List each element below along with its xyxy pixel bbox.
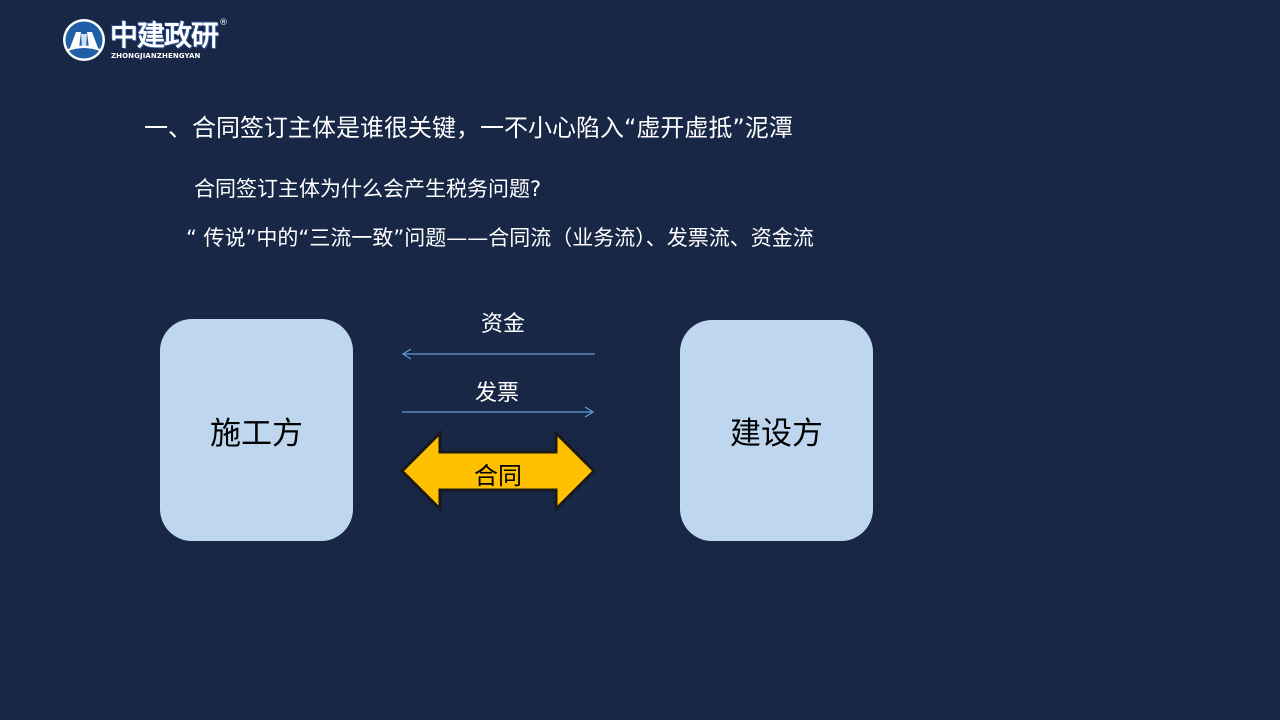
- building-emblem-icon: [63, 19, 105, 61]
- party-developer-label: 建设方: [730, 416, 823, 452]
- party-contractor-label: 施工方: [210, 415, 303, 452]
- funds-arrow: [401, 348, 595, 360]
- party-contractor: 施工方: [160, 319, 353, 541]
- logo-pinyin: ZHONGJIANZHENGYAN: [111, 52, 201, 60]
- logo: 中建政研 ® ZHONGJIANZHENGYAN: [62, 18, 232, 64]
- registered-mark: ®: [219, 18, 228, 28]
- slide-question: 合同签订主体为什么会产生税务问题?: [194, 177, 542, 201]
- three-flows-text: “ 传说”中的“三流一致”问题——合同流（业务流）、发票流、资金流: [186, 226, 814, 250]
- contract-double-arrow: [399, 429, 597, 513]
- party-developer: 建设方: [680, 320, 873, 541]
- logo-name: 中建政研: [110, 19, 219, 52]
- funds-flow-label: 资金: [481, 312, 526, 337]
- slide-title: 一、合同签订主体是谁很关键，一不小心陷入“虚开虚抵”泥潭: [144, 114, 793, 142]
- invoice-flow-label: 发票: [475, 381, 520, 406]
- invoice-arrow: [402, 406, 595, 418]
- contract-label: 合同: [474, 462, 522, 490]
